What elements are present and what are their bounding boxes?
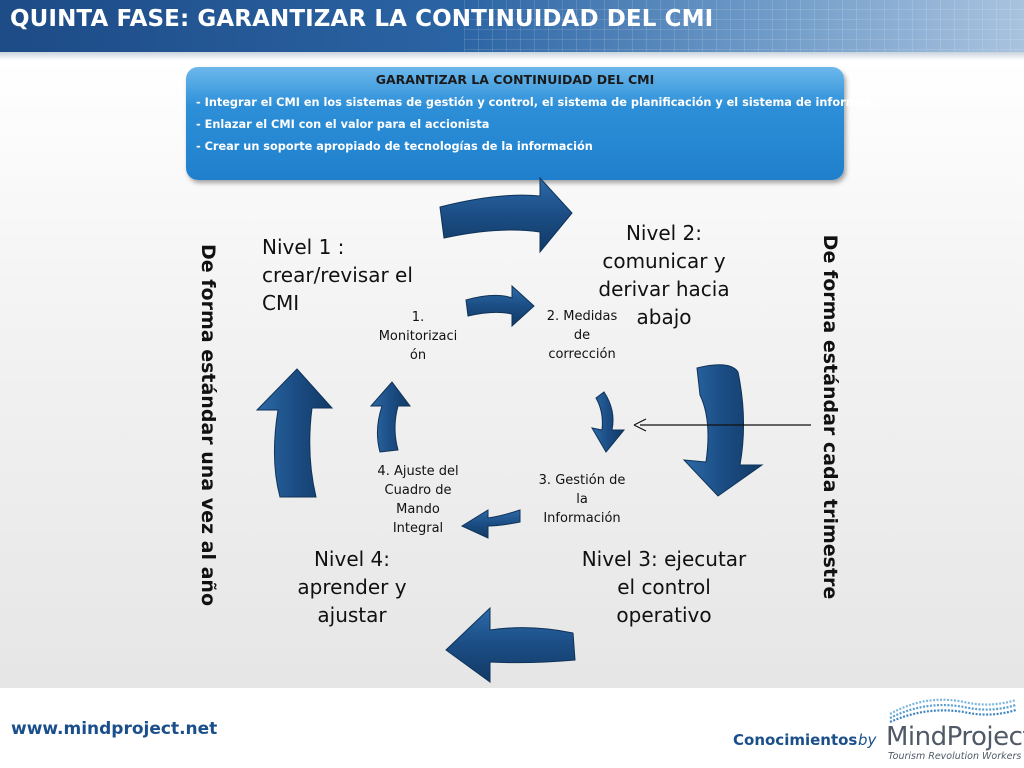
info-box-item: - Enlazar el CMI con el valor para el ac… (196, 118, 490, 131)
info-box-item: - Integrar el CMI en los sistemas de ges… (196, 96, 877, 109)
logo-tagline: Tourism Revolution Workers (888, 751, 1022, 762)
info-box-item: - Crear un soporte apropiado de tecnolog… (196, 140, 593, 153)
step-4-line: 4. Ajuste del (377, 464, 459, 479)
level-3-line: Nivel 3: ejecutar (581, 547, 747, 571)
info-box: GARANTIZAR LA CONTINUIDAD DEL CMI - Inte… (186, 67, 876, 180)
level-3-label: Nivel 3: ejecutar el control operativo (570, 545, 758, 629)
title-bar: QUINTA FASE: GARANTIZAR LA CONTINUIDAD D… (0, 0, 1024, 52)
level-3-line: el control (617, 575, 711, 599)
inner-arrow-4 (369, 381, 411, 453)
outer-arrow-top (439, 176, 573, 254)
level-2-line: derivar hacia (598, 277, 730, 301)
inner-arrow-2 (591, 391, 626, 453)
outer-arrow-left (255, 368, 334, 498)
level-4-label: Nivel 4: aprender y ajustar (282, 545, 422, 629)
logo-waves-icon (889, 698, 1017, 724)
page-title: QUINTA FASE: GARANTIZAR LA CONTINUIDAD D… (10, 6, 714, 32)
level-2-line: abajo (636, 305, 692, 329)
level-4-line: Nivel 4: (313, 547, 391, 571)
footer-conocimientos: Conocimientos (733, 731, 858, 749)
level-2-label: Nivel 2: comunicar y derivar hacia abajo (584, 219, 744, 331)
level-2-line: comunicar y (602, 249, 726, 273)
step-1-label: 1. Monitorizaci ón (366, 308, 470, 365)
outer-arrow-bottom (445, 606, 576, 683)
level-3-line: operativo (616, 603, 712, 627)
step-4-line: Mando (396, 502, 440, 517)
step-1-line: Monitorizaci (378, 329, 458, 344)
step-3-label: 3. Gestión de la Información (530, 471, 634, 528)
outer-arrow-right (682, 364, 764, 497)
level-1-line: crear/revisar el (262, 263, 413, 287)
left-side-label: De forma estándar una vez al año (197, 243, 219, 607)
step-4-line: Integral (392, 521, 444, 536)
right-side-label: De forma estándar cada trimestre (819, 234, 841, 600)
step-2-line: de (573, 328, 591, 343)
logo: MindProject (886, 722, 1024, 752)
footer: www.mindproject.net Conocimientos by Min… (0, 688, 1024, 768)
level-1-label: Nivel 1 : crear/revisar el CMI (262, 233, 413, 317)
footer-by: by (858, 731, 877, 749)
step-3-line: la (576, 492, 588, 507)
inner-arrow-3 (460, 509, 521, 539)
step-2-line: corrección (548, 347, 616, 362)
step-1-line: ón (409, 348, 427, 363)
step-3-line: Información (543, 511, 621, 526)
step-4-label: 4. Ajuste del Cuadro de Mando Integral (366, 462, 470, 538)
step-3-line: 3. Gestión de (538, 473, 626, 488)
header-shadow (0, 52, 1024, 60)
step-1-line: 1. (411, 310, 425, 325)
step-2-label: 2. Medidas de corrección (534, 307, 630, 364)
info-box-title: GARANTIZAR LA CONTINUIDAD DEL CMI (375, 72, 655, 87)
step-4-line: Cuadro de (384, 483, 452, 498)
level-2-line: Nivel 2: (625, 221, 703, 245)
level-1-line: CMI (262, 291, 300, 315)
level-1-line: Nivel 1 : (262, 235, 345, 259)
pointer-arrowhead (633, 418, 647, 432)
header-pattern (464, 0, 1024, 52)
step-2-line: 2. Medidas (546, 309, 618, 324)
website-link[interactable]: www.mindproject.net (11, 719, 218, 739)
level-4-line: aprender y (297, 575, 407, 599)
inner-arrow-1 (465, 284, 535, 328)
level-4-line: ajustar (317, 603, 387, 627)
